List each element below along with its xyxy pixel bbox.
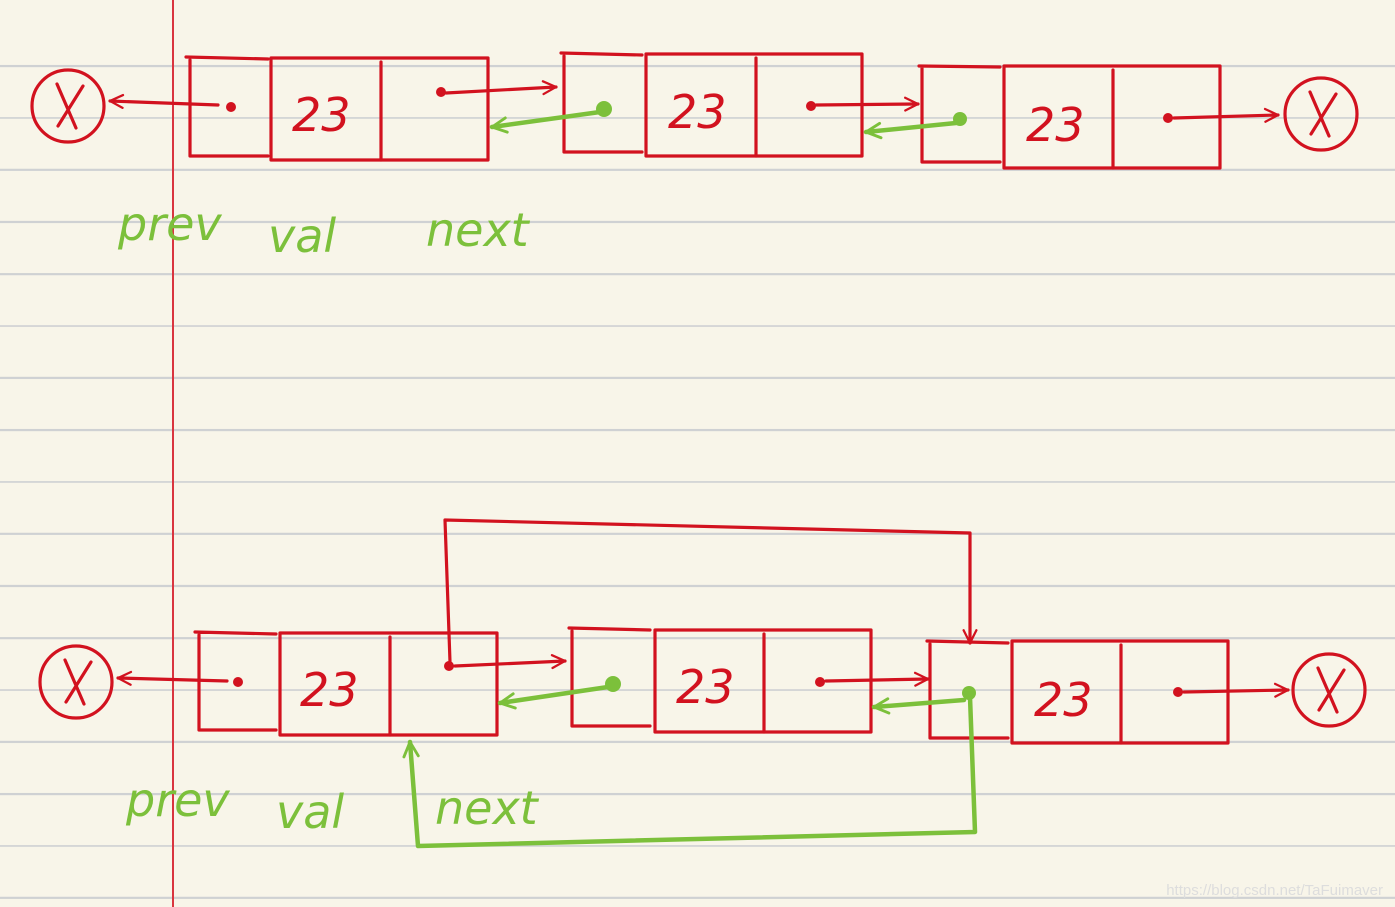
null-left-icon: [30, 68, 106, 144]
label-prev: prev: [117, 197, 222, 251]
null-right-icon: [1291, 652, 1367, 728]
prev-arrow-3: [874, 700, 967, 707]
label-next: next: [426, 203, 531, 257]
node-3: 23: [925, 639, 1230, 745]
null-left-icon: [38, 644, 114, 720]
node-value: 23: [668, 85, 727, 139]
next-arrow-2: [824, 679, 928, 681]
node-value: 23: [300, 663, 359, 717]
node-2: 23: [567, 626, 873, 734]
node-2: 23: [559, 51, 864, 158]
node-1: 23: [193, 630, 499, 737]
next-arrow-2: [814, 104, 918, 105]
bypass-next-pointer: [443, 518, 970, 664]
label-next: next: [435, 781, 540, 835]
bottom-list: 23 23 23: [38, 518, 1367, 849]
top-list: 23 23 23 prev: [30, 51, 1359, 263]
label-val: val: [268, 209, 336, 263]
watermark: https://blog.csdn.net/TaFuimaver: [1166, 882, 1383, 899]
null-right-icon: [1283, 76, 1359, 152]
node-1: 23: [184, 55, 490, 162]
node-value: 23: [676, 660, 735, 714]
node-value: 23: [292, 88, 351, 142]
prev-arrow-2: [500, 684, 611, 703]
notebook-margin-line: [172, 0, 174, 907]
label-prev: prev: [125, 773, 230, 827]
node-value: 23: [1026, 98, 1085, 152]
next-arrow-1: [453, 661, 565, 666]
next-arrow-3: [1182, 690, 1288, 692]
prev-arrow-3: [866, 120, 959, 132]
next-arrow-3: [1172, 115, 1278, 118]
prev-arrow-2: [492, 109, 603, 127]
prev-arrow-1: [118, 678, 229, 681]
label-val: val: [276, 785, 344, 839]
next-arrow-1: [444, 87, 556, 93]
bypass-prev-pointer: [410, 694, 978, 849]
prev-arrow-1: [110, 101, 220, 105]
node-value: 23: [1034, 673, 1093, 727]
node-3: 23: [917, 64, 1222, 170]
